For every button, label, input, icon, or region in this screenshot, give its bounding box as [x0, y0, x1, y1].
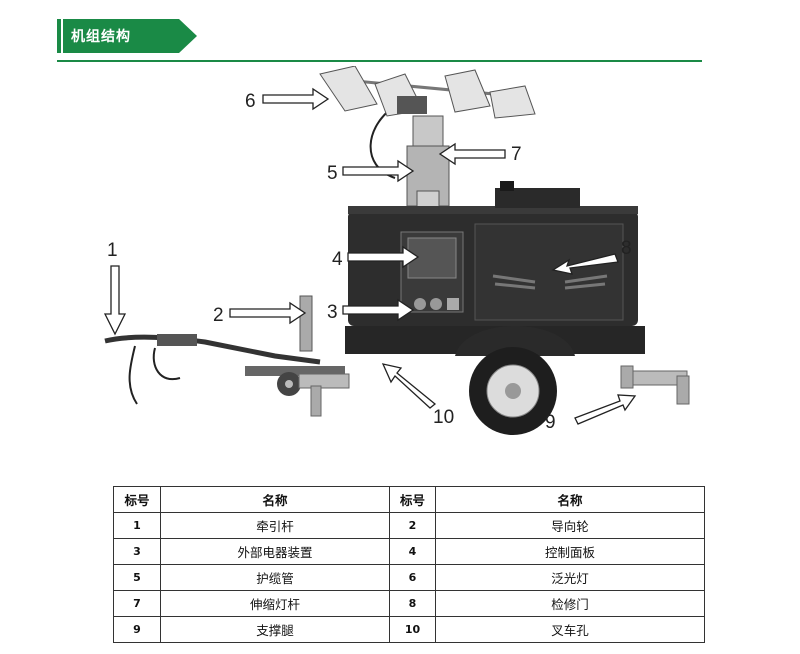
table-row: 9 支撑腿 10 叉车孔 — [113, 616, 705, 643]
part-name: 叉车孔 — [435, 616, 705, 643]
part-number: 7 — [113, 590, 161, 617]
part-number: 3 — [113, 538, 161, 565]
telescopic-mast — [369, 105, 450, 212]
callout-8: 8 — [621, 238, 632, 259]
header-number-1: 标号 — [113, 486, 161, 513]
part-number: 2 — [389, 512, 436, 539]
part-name: 导向轮 — [435, 512, 705, 539]
callout-7: 7 — [511, 144, 522, 165]
header-name-2: 名称 — [435, 486, 705, 513]
front-support-leg — [298, 373, 350, 417]
part-number: 5 — [113, 564, 161, 591]
part-number: 6 — [389, 564, 436, 591]
part-name: 外部电器装置 — [160, 538, 390, 565]
part-number: 8 — [389, 590, 436, 617]
callout-5: 5 — [327, 163, 338, 184]
table-header-row: 标号 名称 标号 名称 — [113, 486, 705, 513]
part-number: 4 — [389, 538, 436, 565]
generator-body — [345, 181, 645, 356]
callout-9: 9 — [545, 412, 556, 433]
parts-table-wrapper: 标号 名称 标号 名称 1 牵引杆 2 导向轮 3 外部电器装置 4 控制面板 … — [113, 486, 705, 643]
header-divider — [57, 60, 702, 62]
unit-diagram: 1 2 3 4 5 6 7 8 9 10 — [103, 66, 690, 435]
tow-bar — [104, 334, 345, 405]
table-row: 1 牵引杆 2 导向轮 — [113, 512, 705, 539]
parts-table: 标号 名称 标号 名称 1 牵引杆 2 导向轮 3 外部电器装置 4 控制面板 … — [113, 486, 705, 643]
section-header: 机组结构 — [57, 19, 702, 63]
floodlights — [319, 66, 536, 119]
callout-10: 10 — [433, 407, 454, 428]
road-wheel — [469, 347, 557, 435]
table-row: 3 外部电器装置 4 控制面板 — [113, 538, 705, 565]
part-name: 牵引杆 — [160, 512, 390, 539]
callout-6: 6 — [245, 91, 256, 112]
callout-4: 4 — [332, 249, 343, 270]
header-number-2: 标号 — [389, 486, 436, 513]
table-row: 7 伸缩灯杆 8 检修门 — [113, 590, 705, 617]
part-number: 9 — [113, 616, 161, 643]
table-row: 5 护缆管 6 泛光灯 — [113, 564, 705, 591]
callout-arrows — [103, 87, 637, 425]
part-name: 泛光灯 — [435, 564, 705, 591]
part-number: 10 — [389, 616, 436, 643]
part-name: 检修门 — [435, 590, 705, 617]
jockey-wheel — [277, 295, 313, 396]
callout-2: 2 — [213, 305, 224, 326]
part-name: 控制面板 — [435, 538, 705, 565]
part-name: 护缆管 — [160, 564, 390, 591]
section-title-tag: 机组结构 — [57, 19, 197, 53]
part-name: 伸缩灯杆 — [160, 590, 390, 617]
part-name: 支撑腿 — [160, 616, 390, 643]
callout-1: 1 — [107, 240, 118, 261]
callout-3: 3 — [327, 302, 338, 323]
header-name-1: 名称 — [160, 486, 390, 513]
rear-support-leg — [620, 365, 690, 405]
section-title: 机组结构 — [71, 29, 131, 45]
part-number: 1 — [113, 512, 161, 539]
